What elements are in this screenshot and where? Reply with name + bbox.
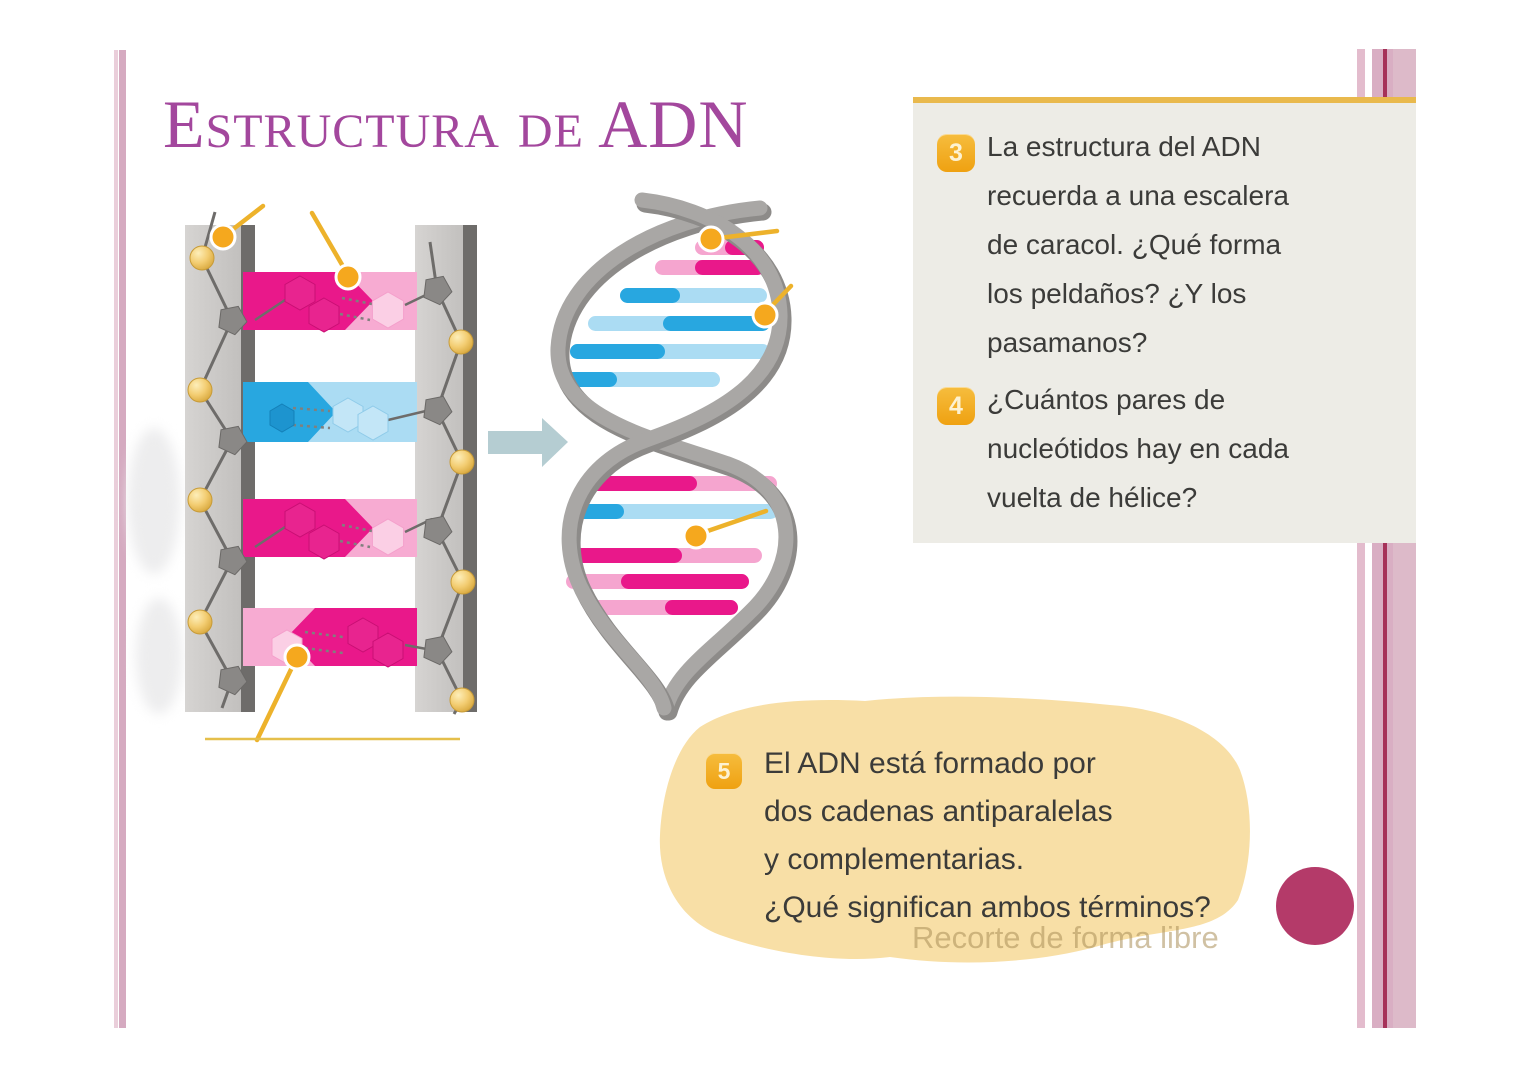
question-5-text: El ADN está formado por dos cadenas anti… bbox=[764, 747, 1211, 924]
orange-callout-dot-icon bbox=[697, 225, 725, 253]
question-number-badge: 5 bbox=[706, 753, 742, 789]
helix-ribbons bbox=[550, 192, 798, 721]
orange-callout-dot-icon bbox=[682, 522, 710, 550]
question-4-text: ¿Cuántos pares de nucleótidos hay en cad… bbox=[987, 384, 1289, 513]
background-smudge bbox=[136, 598, 182, 714]
orange-callout-dot-icon bbox=[283, 643, 311, 671]
helix-callouts bbox=[682, 225, 794, 550]
snip-watermark: Recorte de forma libre bbox=[912, 920, 1219, 955]
panel-top-accent bbox=[913, 97, 1416, 103]
highlight-blob bbox=[659, 696, 1250, 963]
dna-double-helix-illustration bbox=[488, 192, 798, 721]
question-number-badge: 3 bbox=[937, 134, 975, 172]
right-block-arrow-icon bbox=[488, 418, 568, 467]
orange-callout-dot-icon bbox=[334, 263, 362, 291]
left-stripe-light bbox=[114, 50, 118, 1028]
base-pair-rungs bbox=[243, 272, 417, 666]
helix-rungs bbox=[562, 240, 778, 615]
ladder-callouts bbox=[205, 203, 460, 743]
dna-ladder-illustration bbox=[185, 203, 477, 743]
left-stripe-dark bbox=[119, 50, 126, 1028]
question-3-text: La estructura del ADN recuerda a una esc… bbox=[987, 131, 1289, 358]
orange-callout-dot-icon bbox=[209, 223, 237, 251]
orange-callout-dot-icon bbox=[751, 301, 779, 329]
backbone-chains bbox=[198, 211, 465, 715]
page-title: Estructura de ADN bbox=[163, 86, 749, 162]
accent-circle bbox=[1276, 867, 1354, 945]
question-number-badge: 4 bbox=[937, 387, 975, 425]
background-smudge bbox=[128, 428, 180, 574]
questions-panel: 3 La estructura del ADN recuerda a una e… bbox=[913, 97, 1416, 543]
